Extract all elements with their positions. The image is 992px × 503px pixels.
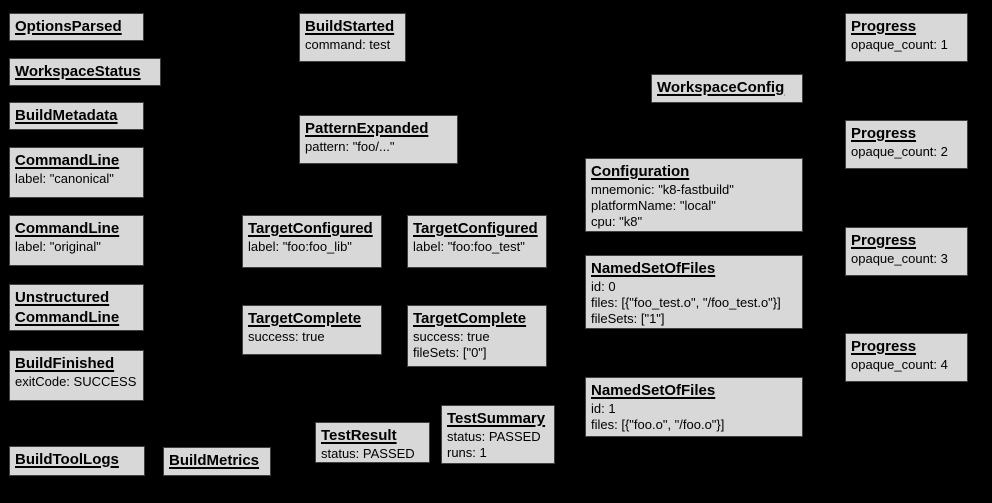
event-title: TestResult [321, 427, 397, 444]
event-field: opaque_count: 3 [851, 251, 948, 266]
event-title: NamedSetOfFiles [591, 260, 716, 277]
event-title: Progress [851, 18, 917, 35]
event-box-workspace-config: WorkspaceConfig [651, 74, 803, 103]
event-field: label: "original" [15, 239, 101, 254]
event-box-build-tool-logs: BuildToolLogs [9, 446, 145, 476]
event-field: files: [{"foo.o", "/foo.o"}] [591, 417, 725, 432]
event-box-progress-3: Progress opaque_count: 3 [845, 227, 968, 276]
event-title: WorkspaceStatus [15, 63, 141, 80]
event-field: label: "foo:foo_test" [413, 239, 525, 254]
event-title: Progress [851, 125, 917, 142]
event-box-build-metadata: BuildMetadata [9, 102, 144, 130]
event-title: NamedSetOfFiles [591, 382, 716, 399]
event-field: runs: 1 [447, 445, 487, 460]
event-field: success: true [248, 329, 325, 344]
event-title: Configuration [591, 163, 690, 180]
event-title: BuildMetrics [169, 452, 260, 469]
event-field: id: 1 [591, 401, 616, 416]
event-title: BuildFinished [15, 355, 115, 372]
event-title: BuildToolLogs [15, 451, 119, 468]
event-title: CommandLine [15, 152, 120, 169]
event-title: TargetConfigured [413, 220, 538, 237]
event-box-build-started: BuildStarted command: test [299, 13, 406, 62]
event-field: cpu: "k8" [591, 214, 643, 229]
event-field: label: "foo:foo_lib" [248, 239, 352, 254]
event-box-pattern-expanded: PatternExpanded pattern: "foo/..." [299, 115, 458, 164]
event-box-target-configured-foo-test: TargetConfigured label: "foo:foo_test" [407, 215, 547, 268]
event-field: platformName: "local" [591, 198, 716, 213]
event-title: CommandLine [15, 309, 120, 326]
event-title: OptionsParsed [15, 18, 122, 35]
event-box-target-complete-foo-lib: TargetComplete success: true [242, 305, 382, 355]
event-title: TargetComplete [413, 310, 527, 327]
event-title: Progress [851, 232, 917, 249]
event-field: status: PASSED [447, 429, 541, 444]
event-field: status: PASSED [321, 446, 415, 461]
event-title: TargetComplete [248, 310, 362, 327]
event-box-build-metrics: BuildMetrics [163, 447, 271, 476]
event-field: exitCode: SUCCESS [15, 374, 137, 389]
event-field: command: test [305, 37, 391, 52]
event-box-target-configured-foo-lib: TargetConfigured label: "foo:foo_lib" [242, 215, 382, 268]
event-field: success: true [413, 329, 490, 344]
event-title: Unstructured [15, 289, 110, 306]
event-field: opaque_count: 1 [851, 37, 948, 52]
event-title: PatternExpanded [305, 120, 429, 137]
event-title: Progress [851, 338, 917, 355]
event-field: files: [{"foo_test.o", "/foo_test.o"}] [591, 295, 781, 310]
event-title: TargetConfigured [248, 220, 373, 237]
event-field: fileSets: ["1"] [591, 311, 665, 326]
event-box-command-line-original: CommandLine label: "original" [9, 215, 144, 266]
event-field: label: "canonical" [15, 171, 114, 186]
event-box-options-parsed: OptionsParsed [9, 13, 144, 41]
event-field: pattern: "foo/..." [305, 139, 395, 154]
event-title: TestSummary [447, 410, 546, 427]
event-box-workspace-status: WorkspaceStatus [9, 58, 161, 86]
event-box-progress-4: Progress opaque_count: 4 [845, 333, 968, 382]
event-box-configuration: Configuration mnemonic: "k8-fastbuild"pla… [585, 158, 803, 232]
event-box-progress-2: Progress opaque_count: 2 [845, 120, 968, 169]
event-field: opaque_count: 2 [851, 144, 948, 159]
event-field: id: 0 [591, 279, 616, 294]
event-box-build-finished: BuildFinished exitCode: SUCCESS [9, 350, 144, 401]
event-box-progress-1: Progress opaque_count: 1 [845, 13, 968, 62]
event-box-test-result: TestResult status: PASSED [315, 422, 430, 463]
event-title: BuildStarted [305, 18, 395, 35]
event-box-command-line-canonical: CommandLine label: "canonical" [9, 147, 144, 198]
event-field: opaque_count: 4 [851, 357, 948, 372]
event-field: mnemonic: "k8-fastbuild" [591, 182, 734, 197]
event-title: BuildMetadata [15, 107, 118, 124]
event-title: CommandLine [15, 220, 120, 237]
event-field: fileSets: ["0"] [413, 345, 487, 360]
event-title: WorkspaceConfig [657, 79, 785, 96]
